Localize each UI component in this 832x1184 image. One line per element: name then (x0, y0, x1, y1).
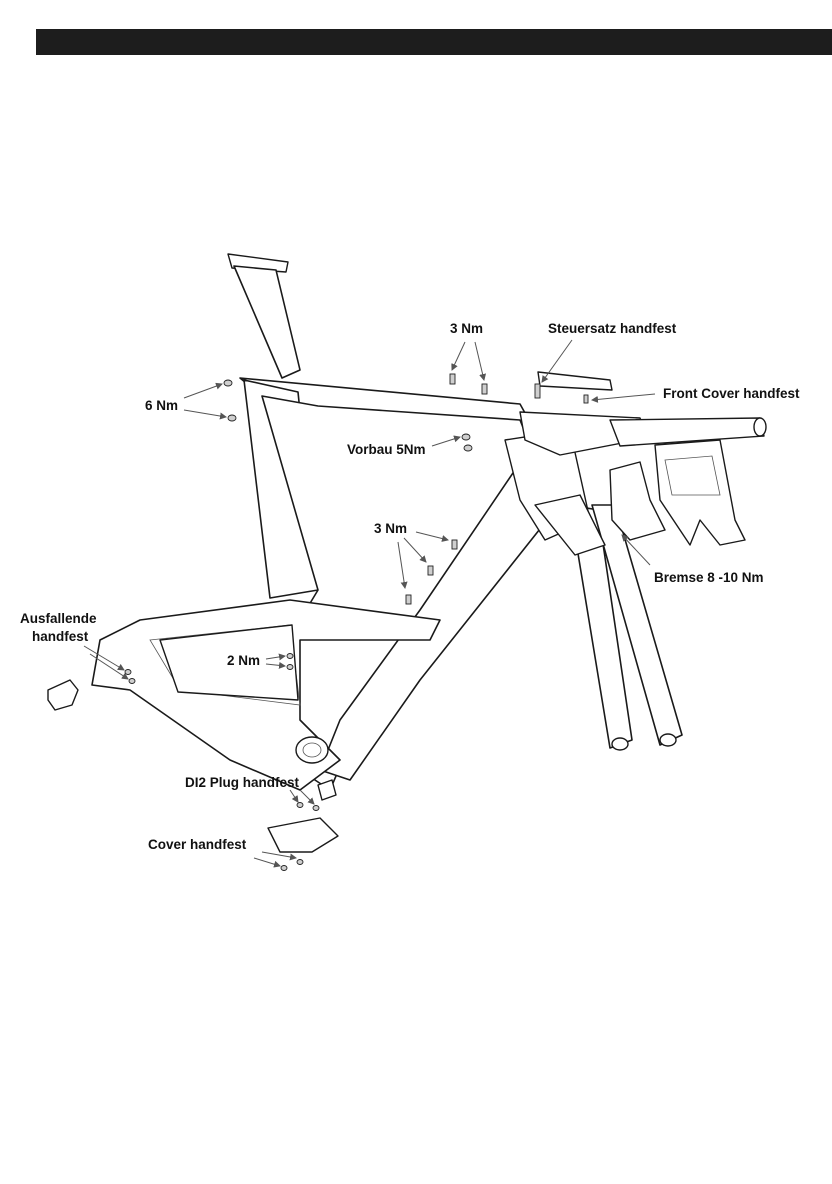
label-cover: Cover handfest (148, 837, 247, 852)
label-di2-plug: DI2 Plug handfest (185, 775, 300, 790)
front-cover (655, 440, 745, 545)
bottom-bracket (296, 737, 328, 763)
label-ausfallende-1: Ausfallende (20, 611, 97, 626)
label-front-cover: Front Cover handfest (663, 386, 800, 401)
frame-drawing (48, 254, 766, 852)
steuersatz-cover (538, 372, 612, 390)
label-ausfallende-2: handfest (32, 629, 89, 644)
label-3nm-mid: 3 Nm (374, 521, 407, 536)
label-steuersatz: Steuersatz handfest (548, 321, 677, 336)
label-2nm: 2 Nm (227, 653, 260, 668)
handlebar (610, 418, 764, 446)
seat-post (234, 266, 300, 378)
label-vorbau: Vorbau 5Nm (347, 442, 426, 457)
label-bremse: Bremse 8 -10 Nm (654, 570, 764, 585)
bb-cover (268, 818, 338, 852)
label-6nm: 6 Nm (145, 398, 178, 413)
label-3nm-top: 3 Nm (450, 321, 483, 336)
dropout (48, 680, 78, 710)
